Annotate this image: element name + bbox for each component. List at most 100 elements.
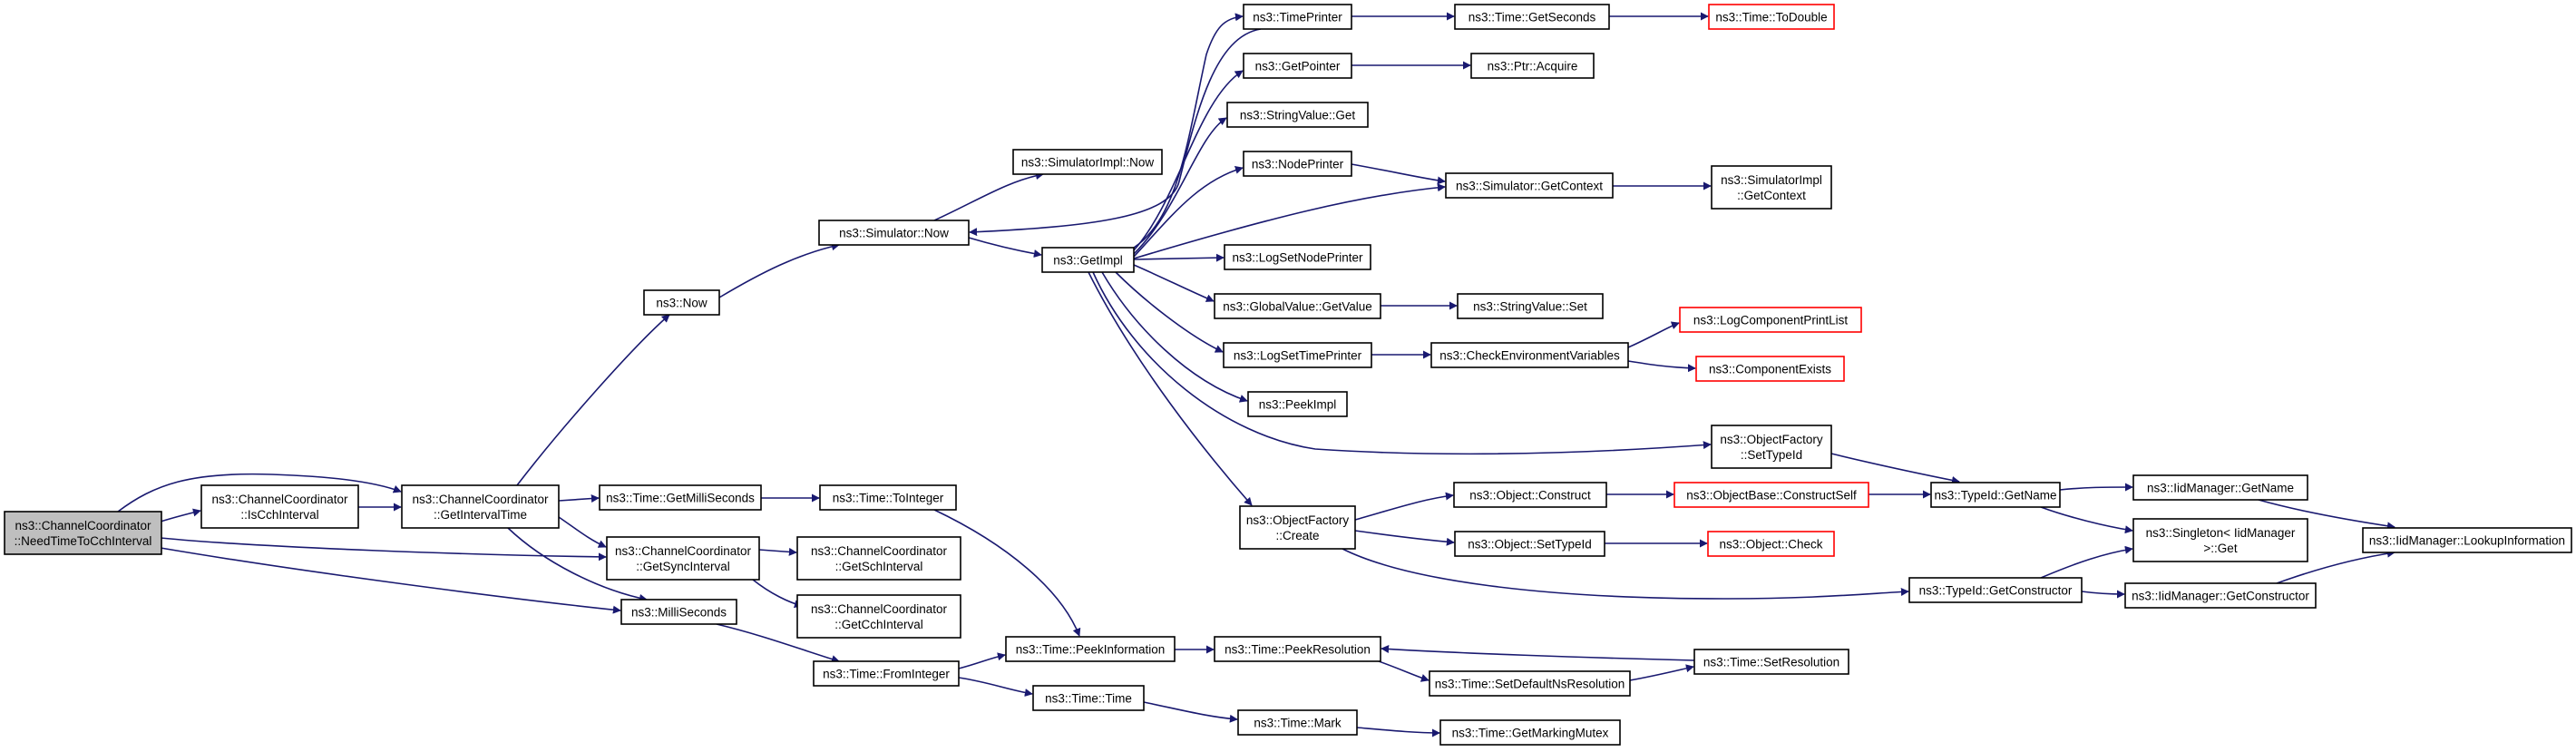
node-box	[643, 289, 720, 316]
function-nodes: ns3::ChannelCoordinator::NeedTimeToCchIn…	[4, 4, 2572, 746]
node-getpointer[interactable]: ns3::GetPointer	[1243, 53, 1352, 79]
node-label: >::Get	[2203, 542, 2237, 555]
node-label: ns3::Object::SetTypeId	[1468, 538, 1592, 552]
node-simimplctx[interactable]: ns3::SimulatorImpl::GetContext	[1711, 165, 1832, 210]
node-peekinfo[interactable]: ns3::Time::PeekInformation	[1005, 636, 1176, 662]
edge-millis-to-fromint	[716, 623, 840, 663]
node-simctx[interactable]: ns3::Simulator::GetContext	[1445, 172, 1614, 199]
node-setres[interactable]: ns3::Time::SetResolution	[1693, 649, 1849, 675]
node-objbaseconstruct[interactable]: ns3::ObjectBase::ConstructSelf	[1673, 482, 1869, 508]
node-label: ns3::Singleton< IidManager	[2146, 526, 2296, 540]
node-label: ns3::ChannelCoordinator	[811, 544, 948, 558]
node-box	[1243, 4, 1352, 30]
node-label: ns3::GlobalValue::GetValue	[1223, 300, 1372, 314]
node-label: ns3::IidManager::GetConstructor	[2132, 590, 2309, 603]
node-label: ns3::GetImpl	[1053, 254, 1123, 268]
node-ofsettid[interactable]: ns3::ObjectFactory::SetTypeId	[1711, 425, 1832, 469]
node-todouble[interactable]: ns3::Time::ToDouble	[1708, 4, 1835, 30]
node-box	[1005, 636, 1176, 662]
node-objcheck[interactable]: ns3::Object::Check	[1707, 531, 1835, 557]
edge-root-to-getsync	[160, 537, 607, 562]
edge-getimpl-to-nodeprinter	[1133, 166, 1244, 258]
node-box	[1453, 482, 1607, 508]
node-getcch[interactable]: ns3::ChannelCoordinator::GetCchInterval	[796, 594, 961, 639]
node-label: ns3::StringValue::Get	[1240, 109, 1356, 122]
edge-getsync-to-getsch	[758, 547, 797, 556]
node-box	[1693, 649, 1849, 675]
node-label: ::GetContext	[1737, 189, 1806, 202]
node-getimpl[interactable]: ns3::GetImpl	[1041, 247, 1135, 273]
node-root[interactable]: ns3::ChannelCoordinator::NeedTimeToCchIn…	[4, 511, 162, 555]
node-ptracq[interactable]: ns3::Ptr::Acquire	[1470, 53, 1595, 79]
node-millis[interactable]: ns3::MilliSeconds	[620, 599, 737, 625]
node-tidgetname[interactable]: ns3::TypeId::GetName	[1930, 482, 2061, 508]
node-iidlookup[interactable]: ns3::IidManager::LookupInformation	[2362, 527, 2572, 553]
node-label: ns3::ChannelCoordinator	[811, 602, 948, 616]
node-objconstruct[interactable]: ns3::Object::Construct	[1453, 482, 1607, 508]
node-checkenv[interactable]: ns3::CheckEnvironmentVariables	[1430, 342, 1629, 368]
edge-root-to-getint	[117, 473, 402, 513]
call-edges	[117, 12, 2395, 737]
node-box	[2124, 582, 2317, 609]
node-label: ns3::Time::PeekInformation	[1016, 643, 1166, 657]
node-singleton[interactable]: ns3::Singleton< IidManager >::Get	[2132, 518, 2308, 562]
node-box	[1226, 102, 1369, 128]
node-peekimpl[interactable]: ns3::PeekImpl	[1247, 391, 1348, 417]
node-mark[interactable]: ns3::Time::Mark	[1237, 709, 1358, 736]
edge-peekres-to-setdefres	[1378, 660, 1429, 682]
node-peekres[interactable]: ns3::Time::PeekResolution	[1214, 636, 1381, 662]
node-label: ns3::Time::PeekResolution	[1225, 643, 1371, 657]
node-strvalget[interactable]: ns3::StringValue::Get	[1226, 102, 1369, 128]
node-box	[1454, 4, 1610, 30]
node-box	[1908, 577, 2083, 603]
node-box	[1470, 53, 1595, 79]
node-compexists[interactable]: ns3::ComponentExists	[1695, 356, 1845, 382]
node-simnow[interactable]: ns3::Simulator::Now	[818, 220, 970, 246]
edge-now-to-simnow	[718, 242, 840, 298]
node-gvget[interactable]: ns3::GlobalValue::GetValue	[1214, 293, 1381, 319]
node-objsettid[interactable]: ns3::Object::SetTypeId	[1454, 531, 1605, 557]
node-getsync[interactable]: ns3::ChannelCoordinator::GetSyncInterval	[606, 536, 760, 581]
node-box	[1430, 342, 1629, 368]
node-getmarkmutex[interactable]: ns3::Time::GetMarkingMutex	[1439, 719, 1621, 746]
node-label: ns3::Time::Time	[1045, 692, 1132, 706]
node-label: ns3::Simulator::GetContext	[1456, 180, 1603, 193]
node-box	[796, 594, 961, 639]
edge-timetime-to-mark	[1143, 701, 1238, 723]
edge-ofcreate-to-objsettid	[1354, 530, 1455, 546]
node-now[interactable]: ns3::Now	[643, 289, 720, 316]
node-getint[interactable]: ns3::ChannelCoordinator::GetIntervalTime	[401, 484, 560, 529]
node-ofcreate[interactable]: ns3::ObjectFactory::Create	[1239, 505, 1356, 550]
node-label: ns3::Time::SetResolution	[1703, 656, 1839, 669]
node-logsettime[interactable]: ns3::LogSetTimePrinter	[1223, 342, 1372, 368]
node-label: ns3::TypeId::GetConstructor	[1919, 584, 2073, 598]
node-strvalset[interactable]: ns3::StringValue::Set	[1457, 293, 1604, 319]
node-box	[1239, 505, 1356, 550]
node-simimplnow[interactable]: ns3::SimulatorImpl::Now	[1012, 149, 1163, 175]
node-fromint[interactable]: ns3::Time::FromInteger	[813, 660, 960, 687]
node-label: ns3::Time::ToInteger	[833, 492, 944, 505]
node-getms[interactable]: ns3::Time::GetMilliSeconds	[599, 484, 762, 511]
node-timeprinter[interactable]: ns3::TimePrinter	[1243, 4, 1352, 30]
node-toint[interactable]: ns3::Time::ToInteger	[819, 484, 957, 511]
node-getsch[interactable]: ns3::ChannelCoordinator::GetSchInterval	[796, 536, 961, 581]
node-setdefres[interactable]: ns3::Time::SetDefaultNsResolution	[1429, 670, 1631, 697]
node-label: ns3::ChannelCoordinator	[412, 493, 549, 506]
node-tidgetctor[interactable]: ns3::TypeId::GetConstructor	[1908, 577, 2083, 603]
node-label: ns3::Time::FromInteger	[823, 668, 950, 681]
node-nodeprinter[interactable]: ns3::NodePrinter	[1243, 151, 1352, 177]
node-iidgetctor[interactable]: ns3::IidManager::GetConstructor	[2124, 582, 2317, 609]
node-label: ns3::LogComponentPrintList	[1693, 314, 1849, 327]
node-label: ::NeedTimeToCchInterval	[15, 534, 152, 548]
node-getsec[interactable]: ns3::Time::GetSeconds	[1454, 4, 1610, 30]
node-logsetnode[interactable]: ns3::LogSetNodePrinter	[1224, 244, 1371, 270]
node-label: ::GetCchInterval	[834, 618, 923, 631]
node-box	[1679, 307, 1862, 333]
node-logcomplist[interactable]: ns3::LogComponentPrintList	[1679, 307, 1862, 333]
node-label: ns3::Simulator::Now	[839, 227, 949, 240]
node-iscch[interactable]: ns3::ChannelCoordinator::IsCchInterval	[200, 484, 359, 529]
node-timetime[interactable]: ns3::Time::Time	[1032, 685, 1145, 711]
node-label: ns3::LogSetNodePrinter	[1232, 251, 1363, 265]
node-box	[813, 660, 960, 687]
node-iidgetname[interactable]: ns3::IidManager::GetName	[2132, 474, 2308, 501]
